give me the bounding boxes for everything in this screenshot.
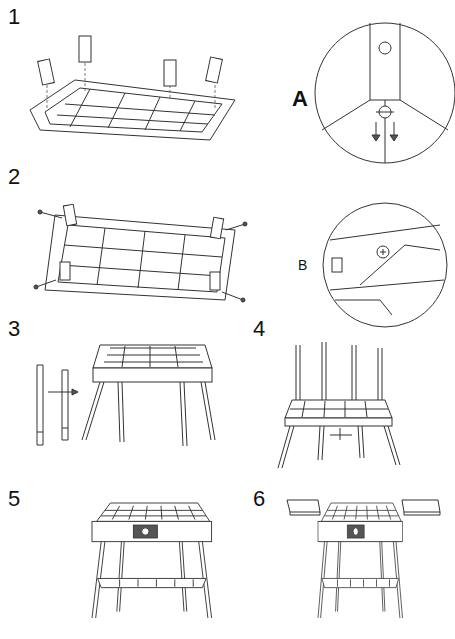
detail-letter: A	[292, 88, 308, 110]
detail-letter: B	[298, 258, 307, 272]
step-number: 4	[253, 318, 265, 340]
step-number: 6	[253, 488, 265, 510]
step-number: 3	[8, 318, 20, 340]
step-number: 2	[8, 166, 20, 188]
step-number: 5	[8, 488, 20, 510]
step-number: 1	[8, 6, 20, 28]
